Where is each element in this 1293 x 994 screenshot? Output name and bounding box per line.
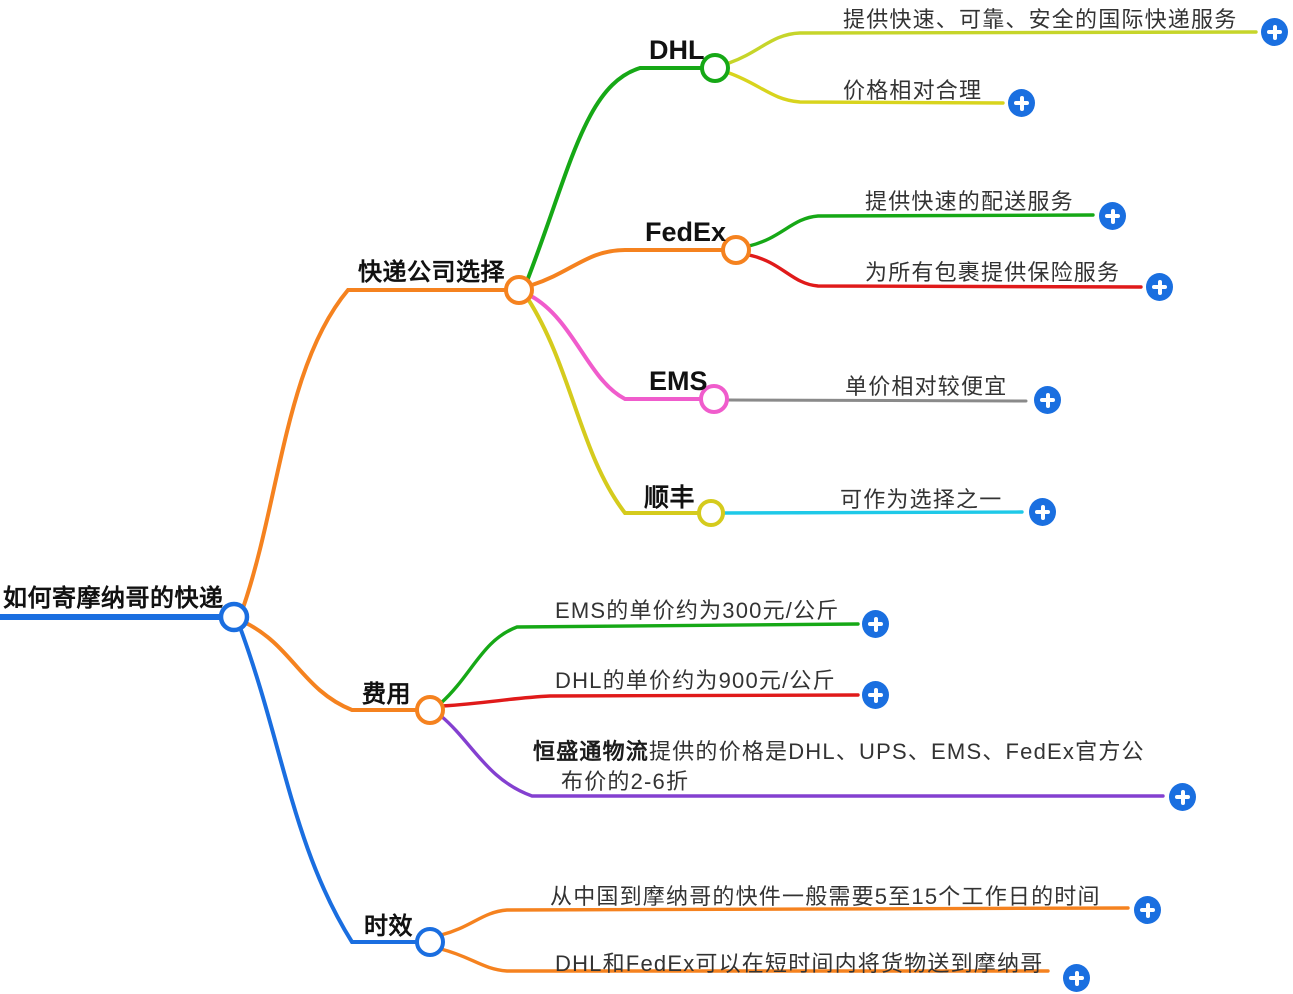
time-node-label[interactable]: 时效 (364, 913, 413, 940)
company-node-label[interactable]: 快递公司选择 (358, 259, 505, 286)
plus-icon (1029, 498, 1056, 526)
time-node-circle[interactable] (415, 927, 445, 957)
expand-button-dhl-note2[interactable] (1008, 89, 1035, 117)
line-company-ems (529, 294, 702, 401)
cost-node-circle[interactable] (415, 695, 445, 725)
cost-note3-line2: 布价的2-6折 (561, 768, 690, 794)
line-ems-note1 (725, 398, 1028, 403)
ems-node-circle[interactable] (699, 384, 729, 414)
branch-line-time (239, 628, 419, 944)
root-node-circle[interactable] (218, 601, 250, 633)
plus-icon (1261, 18, 1288, 46)
plus-icon (1063, 964, 1090, 992)
time-note2-text[interactable]: DHL和FedEx可以在短时间内将货物送到摩纳哥 (555, 951, 1044, 976)
expand-button-cost-note2[interactable] (862, 681, 889, 709)
plus-icon (862, 681, 889, 709)
line-dhl-note2 (727, 71, 1005, 105)
plus-icon (1008, 89, 1035, 117)
line-sf-note1 (722, 510, 1024, 515)
cost-note3-line1: 提供的价格是DHL、UPS、EMS、FedEx官方公 (649, 739, 1145, 764)
cost-note2-text[interactable]: DHL的单价约为900元/公斤 (555, 668, 836, 693)
root-node-label[interactable]: 如何寄摩纳哥的快递 (3, 585, 224, 612)
dhl-note2-text[interactable]: 价格相对合理 (843, 78, 983, 103)
dhl-note1-text[interactable]: 提供快速、可靠、安全的国际快递服务 (843, 7, 1238, 32)
plus-icon (1099, 202, 1126, 230)
cost-note1-text[interactable]: EMS的单价约为300元/公斤 (555, 598, 840, 623)
line-cost-note2 (440, 693, 860, 708)
fedex-node-circle[interactable] (721, 235, 751, 265)
plus-icon (1034, 386, 1061, 414)
expand-button-dhl-note1[interactable] (1261, 18, 1288, 46)
line-fedex-note2 (747, 253, 1143, 289)
plus-icon (1169, 783, 1196, 811)
branch-line-cost (242, 620, 419, 712)
cost-note3-brand: 恒盛通物流 (533, 739, 650, 764)
cost-node-label[interactable]: 费用 (362, 681, 411, 708)
plus-icon (862, 610, 889, 638)
fedex-note2-text[interactable]: 为所有包裹提供保险服务 (865, 260, 1121, 285)
time-note1-text[interactable]: 从中国到摩纳哥的快件一般需要5至15个工作日的时间 (550, 884, 1101, 909)
plus-icon (1134, 896, 1161, 924)
expand-button-ems-note1[interactable] (1034, 386, 1061, 414)
line-cost-note1 (439, 622, 860, 705)
dhl-node-label[interactable]: DHL (649, 35, 705, 65)
sf-node-label[interactable]: 顺丰 (644, 484, 696, 512)
expand-button-time-note2[interactable] (1063, 964, 1090, 992)
company-node-circle[interactable] (504, 275, 534, 305)
ems-node-label[interactable]: EMS (649, 366, 708, 396)
expand-button-cost-note3[interactable] (1169, 783, 1196, 811)
expand-button-time-note1[interactable] (1134, 896, 1161, 924)
line-company-fedex (530, 248, 724, 287)
line-time-note1 (439, 906, 1130, 937)
branch-line-company (241, 288, 508, 610)
line-dhl-note1 (727, 30, 1258, 65)
plus-icon (1146, 273, 1173, 301)
fedex-note1-text[interactable]: 提供快速的配送服务 (865, 189, 1074, 214)
line-time-note2 (439, 947, 1050, 973)
cost-note3-text[interactable]: 恒盛通物流提供的价格是DHL、UPS、EMS、FedEx官方公布价的2-6折 (533, 737, 1145, 796)
expand-button-fedex-note2[interactable] (1146, 273, 1173, 301)
line-fedex-note1 (747, 213, 1095, 248)
line-company-dhl (525, 66, 704, 283)
expand-button-cost-note1[interactable] (862, 610, 889, 638)
dhl-node-circle[interactable] (700, 53, 730, 83)
expand-button-fedex-note1[interactable] (1099, 202, 1126, 230)
line-company-sf (526, 297, 700, 515)
expand-button-sf-note1[interactable] (1029, 498, 1056, 526)
sf-node-circle[interactable] (697, 499, 725, 527)
line-cost-note3 (439, 714, 1165, 798)
sf-note1-text[interactable]: 可作为选择之一 (840, 487, 1003, 512)
fedex-node-label[interactable]: FedEx (645, 217, 727, 247)
ems-note1-text[interactable]: 单价相对较便宜 (845, 374, 1008, 399)
